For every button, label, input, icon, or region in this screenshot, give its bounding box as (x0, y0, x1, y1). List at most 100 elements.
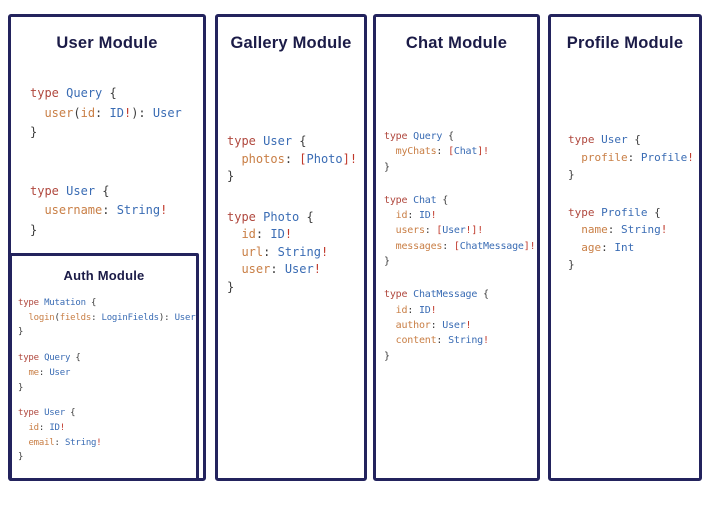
code-token: type (227, 134, 256, 148)
chat-module-panel: Chat Module type Query { myChats: [Chat]… (373, 14, 540, 481)
code-token (384, 335, 396, 346)
code-line: } (384, 349, 535, 364)
code-token: String (116, 203, 161, 217)
code-token (30, 203, 44, 217)
code-token: messages (395, 240, 443, 252)
chat-module-code: type Query { myChats: [Chat]!}type Chat … (384, 129, 536, 364)
code-token: user (44, 105, 74, 120)
code-block: type Profile { name: String! age: Int} (568, 204, 694, 274)
code-line: messages: [ChatMessage]! (384, 239, 536, 254)
code-token: : (38, 422, 50, 433)
code-token: [ (299, 151, 307, 166)
code-line: } (227, 168, 357, 186)
code-line: type ChatMessage { (384, 287, 535, 302)
code-token: photos (241, 151, 285, 166)
code-line: url: String! (227, 244, 357, 262)
code-token: User (601, 133, 628, 146)
auth-module-title: Auth Module (63, 268, 145, 283)
code-token: ID (418, 304, 431, 316)
code-token: : (627, 150, 641, 164)
code-token: [ (448, 146, 454, 158)
code-token: : (601, 240, 615, 254)
code-token: String (621, 223, 661, 236)
code-token (384, 241, 396, 252)
code-token (384, 146, 396, 157)
code-block: type Query { user(id: ID!): User} (30, 84, 182, 143)
code-token (227, 245, 241, 259)
code-token: ! (660, 223, 668, 236)
code-line: users: [User!]! (384, 223, 535, 238)
code-token: User (44, 408, 65, 419)
code-token: } (568, 258, 575, 271)
code-token: ! (313, 262, 321, 276)
code-token (568, 223, 581, 236)
code-line: photos: [Photo]! (227, 151, 357, 169)
code-token: { (64, 408, 76, 419)
code-token (18, 368, 28, 378)
code-line: id: ID! (384, 208, 535, 223)
code-line: me: User (18, 366, 195, 381)
code-line: } (18, 325, 195, 340)
code-token (384, 210, 396, 221)
code-token: } (384, 161, 390, 173)
code-token: type (384, 131, 408, 142)
code-block: type ChatMessage { id: ID! author: User!… (384, 287, 535, 363)
code-line: } (384, 160, 535, 175)
code-token: { (647, 205, 661, 219)
code-token: : (407, 304, 419, 316)
code-token: id (395, 210, 408, 222)
code-token: { (627, 133, 641, 146)
code-line: } (384, 254, 535, 269)
code-token (18, 423, 28, 433)
code-line: } (18, 450, 195, 465)
code-line: type Photo { (227, 209, 357, 227)
code-line: id: ID! (384, 303, 535, 318)
code-token: } (18, 327, 24, 338)
code-token: : (442, 240, 454, 252)
code-token: User (442, 225, 466, 237)
code-block: type User { photos: [Photo]!} (227, 133, 357, 186)
code-token: : (95, 105, 110, 120)
code-token: Chat (453, 146, 478, 158)
code-token: } (384, 350, 390, 362)
code-token: ! (483, 335, 489, 347)
code-token: id (28, 422, 39, 433)
code-token (18, 313, 28, 323)
code-line: username: String! (30, 201, 182, 221)
code-block: type Chat { id: ID! users: [User!]! mess… (384, 193, 536, 269)
code-line: } (227, 279, 357, 297)
code-token: : (430, 319, 443, 331)
code-token: User (442, 319, 466, 331)
code-token: author (395, 319, 431, 331)
code-token: Query (44, 353, 71, 364)
code-token (568, 151, 581, 164)
code-token: ! (59, 422, 65, 433)
code-token: Chat (413, 194, 437, 206)
code-token: ChatMessage (459, 240, 524, 252)
code-token: type (568, 133, 595, 146)
code-token: ChatMessage (413, 289, 478, 301)
code-line: age: Int (568, 239, 694, 257)
code-line: author: User! (384, 318, 535, 333)
code-token: { (95, 183, 110, 198)
code-block: type User { id: ID! email: String!} (18, 406, 195, 465)
code-token: ]! (477, 146, 489, 158)
code-token: { (292, 134, 307, 148)
code-token: Mutation (44, 298, 86, 308)
code-token: { (85, 298, 97, 308)
gallery-module-code: type User { photos: [Photo]!} type Photo … (227, 133, 357, 296)
code-token: type (18, 408, 39, 419)
code-token: !]! (465, 225, 484, 237)
code-token: ID (49, 422, 60, 433)
code-token: type (18, 298, 39, 308)
code-block: type Photo { id: ID! url: String! user: … (227, 209, 357, 297)
code-token (227, 262, 241, 276)
code-token: : (270, 262, 285, 276)
code-token (227, 227, 241, 241)
code-token: : (607, 223, 621, 236)
code-token: ! (160, 203, 168, 217)
code-line: type Query { (30, 84, 182, 104)
code-token: Profile (640, 150, 688, 164)
code-block: type User { username: String!} (30, 182, 182, 241)
user-module-code: type Query { user(id: ID!): User} type Us… (30, 84, 182, 240)
